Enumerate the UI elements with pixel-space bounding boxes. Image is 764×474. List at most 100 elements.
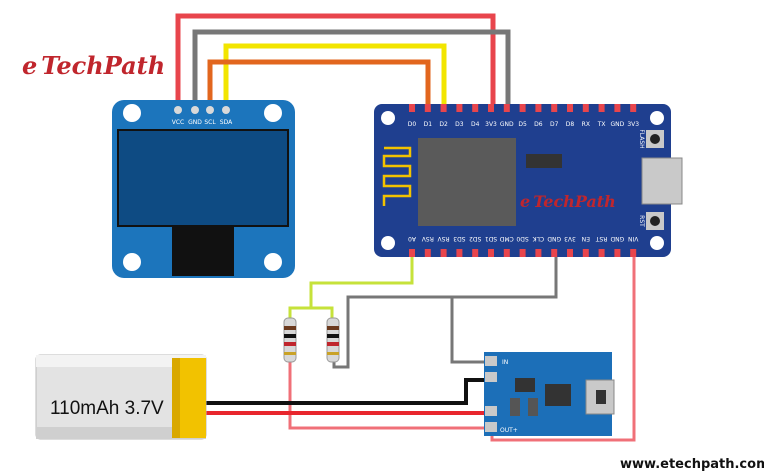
wire-a0-lime bbox=[288, 255, 414, 322]
flash-button-cap bbox=[650, 134, 660, 144]
nodemcu-top-pin-label: D6 bbox=[534, 121, 543, 128]
voltage-regulator bbox=[526, 154, 562, 168]
nodemcu-top-pin bbox=[551, 104, 558, 112]
nodemcu-bottom-pin bbox=[567, 249, 573, 257]
nodemcu-bottom-pin-label: EN bbox=[582, 235, 590, 242]
nodemcu-logo-prefix: e bbox=[520, 192, 530, 211]
nodemcu-bottom-pin bbox=[598, 249, 605, 257]
wire-resistor-pink bbox=[288, 362, 487, 430]
wire-a0-lime-branch bbox=[311, 306, 334, 322]
resistor-body bbox=[283, 317, 297, 363]
watermark-url: www.etechpath.com bbox=[620, 457, 764, 472]
charger-label-in: IN bbox=[502, 359, 508, 366]
nodemcu-bottom-pin bbox=[424, 249, 431, 257]
brand-logo-prefix: e bbox=[22, 51, 37, 80]
resistor-band bbox=[327, 326, 339, 330]
nodemcu-bottom-pin bbox=[535, 249, 542, 257]
nodemcu-bottom-pin bbox=[472, 249, 479, 257]
nodemcu-bottom-pin-label: RSV bbox=[421, 235, 434, 242]
nodemcu-top-pin bbox=[424, 104, 431, 112]
resistor-band bbox=[327, 352, 339, 355]
nodemcu-bottom-pin-label: SD1 bbox=[485, 235, 497, 242]
nodemcu-mount-hole bbox=[650, 236, 664, 250]
wires bbox=[175, 13, 636, 442]
nodemcu-bottom-pin-label: RST bbox=[595, 235, 607, 242]
wire-sda-yellow bbox=[223, 43, 447, 112]
nodemcu-top-pin-label: D1 bbox=[424, 121, 433, 128]
nodemcu-bottom-pin bbox=[488, 249, 494, 257]
brand-logo-main: TechPath bbox=[41, 51, 165, 80]
nodemcu-bottom-pin bbox=[519, 249, 526, 257]
esp-chip bbox=[418, 138, 516, 226]
oled-ribbon bbox=[172, 226, 234, 276]
lipo-battery: 110mAh 3.7V bbox=[35, 354, 207, 440]
nodemcu-top-pin bbox=[598, 104, 605, 112]
wire-vcc-red bbox=[175, 13, 496, 112]
nodemcu-top-pin bbox=[535, 104, 542, 112]
charger-chip bbox=[545, 384, 571, 406]
charger-pad bbox=[485, 422, 497, 432]
resistor-band bbox=[327, 334, 339, 338]
micro-usb-slot bbox=[596, 390, 606, 404]
nodemcu-top-pin-label: D2 bbox=[439, 121, 448, 128]
resistor-right bbox=[326, 317, 340, 363]
resistor-band bbox=[284, 326, 296, 330]
resistor-band bbox=[284, 334, 296, 338]
wire-gnd-gray-bottom bbox=[332, 255, 558, 369]
wire-scl-orange bbox=[207, 59, 431, 112]
resistor-left bbox=[283, 317, 297, 363]
nodemcu-top-pin-label: RX bbox=[582, 121, 590, 128]
oled-pin bbox=[222, 106, 230, 114]
oled-pin-label: GND bbox=[188, 119, 202, 126]
nodemcu-top-pin bbox=[582, 104, 589, 112]
nodemcu-mount-hole bbox=[381, 111, 395, 125]
charger-component bbox=[528, 398, 538, 416]
nodemcu-bottom-pin-label: SD0 bbox=[516, 235, 528, 242]
nodemcu-bottom-pin-label: SD3 bbox=[453, 235, 465, 242]
wire-gnd-gray-charger bbox=[450, 297, 487, 364]
nodemcu-top-pin bbox=[409, 104, 415, 112]
flash-label: FLASH bbox=[638, 129, 645, 148]
oled-pin-label: SDA bbox=[220, 119, 233, 126]
nodemcu-bottom-pin bbox=[582, 249, 589, 257]
nodemcu-bottom-pin-label: VIN bbox=[628, 235, 638, 242]
battery-protection-tape-shade bbox=[172, 358, 180, 438]
nodemcu-top-pin bbox=[519, 104, 526, 112]
nodemcu-top-pin-label: D3 bbox=[455, 121, 464, 128]
nodemcu-bottom-pin bbox=[614, 249, 621, 257]
nodemcu-mount-hole bbox=[381, 236, 395, 250]
nodemcu-top-pin-label: GND bbox=[500, 121, 514, 128]
charger-pad bbox=[485, 356, 497, 366]
resistor-band bbox=[284, 352, 296, 355]
nodemcu-top-pin bbox=[440, 104, 447, 112]
nodemcu-bottom-pin-label: RSV bbox=[437, 235, 450, 242]
nodemcu-bottom-pin bbox=[440, 249, 447, 257]
oled-pin-label: SCL bbox=[204, 119, 216, 126]
resistor-band bbox=[327, 342, 339, 346]
charger-component bbox=[510, 398, 520, 416]
nodemcu-top-pin bbox=[567, 104, 573, 112]
nodemcu-bottom-pin bbox=[409, 249, 415, 257]
nodemcu-bottom-pin-label: SD2 bbox=[469, 235, 481, 242]
nodemcu-bottom-pin-label: A0 bbox=[408, 235, 416, 242]
nodemcu-top-pin-label: 3V3 bbox=[485, 121, 497, 128]
nodemcu-logo-main: TechPath bbox=[533, 192, 616, 211]
oled-mount-hole bbox=[264, 253, 282, 271]
battery-top-shade bbox=[36, 355, 206, 367]
nodemcu-bottom-pin bbox=[503, 249, 510, 257]
usb-port bbox=[641, 157, 683, 205]
nodemcu-top-pin-label: D7 bbox=[550, 121, 559, 128]
nodemcu-top-pin-label: GND bbox=[611, 121, 625, 128]
oled-pin bbox=[206, 106, 214, 114]
nodemcu-bottom-pin-label: CLK bbox=[532, 235, 545, 242]
nodemcu-bottom-pin-label: GND bbox=[547, 235, 561, 242]
resistor-band bbox=[284, 342, 296, 346]
rst-label: RST bbox=[638, 215, 645, 227]
oled-mount-hole bbox=[123, 253, 141, 271]
